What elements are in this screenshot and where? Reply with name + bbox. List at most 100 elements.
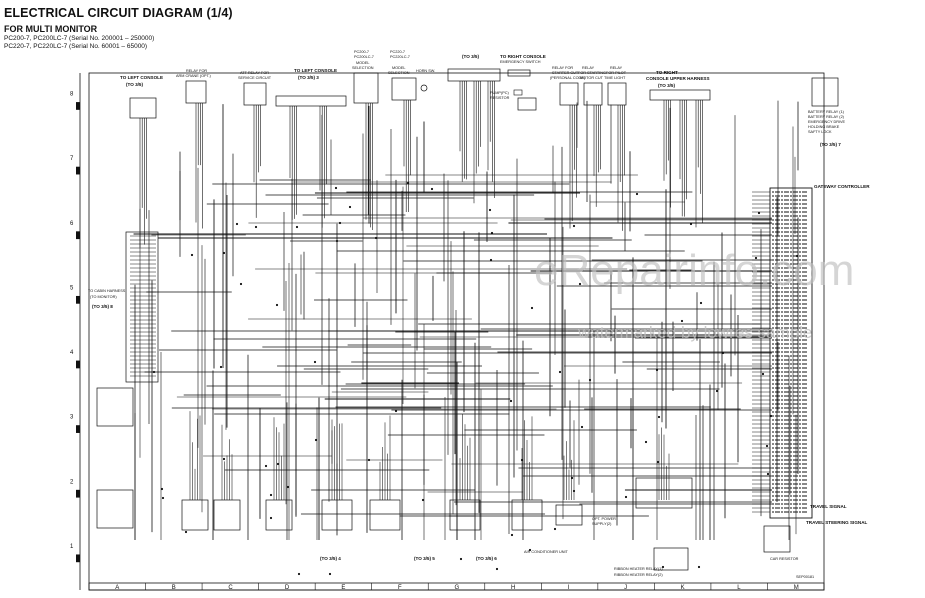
junction-dot [275,303,279,307]
junction-dot [657,415,661,419]
label-pump-resistor: PUMP(PC) [490,91,510,95]
junction-dot [699,301,703,305]
model-line-2: PC220-7, PC220LC-7 (Serial No. 60001 – 6… [4,43,148,50]
junction-dot [222,251,226,255]
junction-dot [655,368,659,372]
label-att-relay-2: SERVICE CIRCUIT [238,76,272,80]
junction-dot [161,496,165,500]
pump-resistor-symbol [513,89,523,96]
junction-dot [160,487,164,491]
junction-dot [338,221,342,225]
column-label: H [511,585,515,591]
label-relay-starter-2: STARTER CUT [552,71,579,75]
relay-arm-crane-box [185,80,207,104]
label-to-left-console-b: TO LEFT CONSOLE [294,68,337,73]
cabin-harness-connector [125,231,159,383]
connector-bottom-1 [181,499,209,531]
junction-dot [495,567,499,571]
junction-dot [588,378,592,382]
row-tick [76,295,80,304]
row-tick [76,554,80,563]
label-opt-power: OPT. POWER [592,517,616,521]
label-to-right-upper-3: (TO 3/5) [658,83,675,88]
junction-dot [624,495,628,499]
junction-dot [661,565,665,569]
junction-dot [578,282,582,286]
label-to-left-console-a-2: (TO 3/5) [126,82,143,87]
page-subtitle: FOR MULTI MONITOR [4,24,98,34]
label-model-sel-1d: SELECTION [352,66,374,70]
label-to-cabin-harness-3: (TO 3/5) 8 [92,304,113,309]
label-to-left-console-b-2: (TO 3/5) 3 [298,75,319,80]
junction-dot [488,208,492,212]
column-label: F [398,585,402,591]
label-relay-pilot-3: TIME LIGHT [604,76,626,80]
label-travel-steering: TRAVEL STEERING SIGNAL [806,520,868,525]
model-selection-1-box [353,72,379,104]
label-model-sel-1a: PC200-7 [354,50,369,54]
relay-starting-box [583,82,603,106]
label-relay-starter: RELAY FOR [552,66,573,70]
label-emergency-switch: EMERGENCY SWITCH [500,60,541,64]
watermark-small: watermarked by lowres sample [577,323,812,342]
model-line-1: PC200-7, PC200LC-7 (Serial No. 200001 – … [4,35,155,42]
junction-dot [239,282,243,286]
column-label: K [681,585,685,591]
junction-dot [689,222,693,226]
label-page-code: SEP00181 [796,575,814,579]
row-label: 5 [70,285,74,291]
connector-left-console-b [275,95,347,107]
junction-dot [635,192,639,196]
label-to-cabin-harness: TO CABIN HARNESS [88,289,126,293]
row-tick [76,360,80,369]
row-tick [76,425,80,433]
label-battery-relay-1: BATTERY RELAY (1) [808,110,845,114]
junction-dot [459,557,463,561]
junction-dot [754,256,758,260]
air-conditioner-connector [555,504,583,526]
junction-dot [335,239,339,243]
label-bottom-to-3: (TO 3/5) 6 [476,556,497,561]
label-att-relay: ATT RELAY FOR [240,71,269,75]
junction-dot [235,222,239,226]
junction-dot [184,530,188,534]
ribbon-heater-box [653,547,689,571]
label-ribbon-heater-2: RIBBON HEATER RELAY(2) [614,573,663,577]
junction-dot [254,225,258,229]
junction-dot [421,498,425,502]
column-label: L [737,585,741,591]
label-ribbon-heater-1: RIBBON HEATER RELAY(1) [614,567,663,571]
junction-dot [222,457,226,461]
label-emergency-drive: EMERGENCY DRIVE [808,120,846,124]
horn-switch-symbol [420,84,428,92]
junction-dot [580,425,584,429]
junction-dot [510,533,514,537]
row-label: 4 [70,350,74,356]
connector-bottom-5 [369,499,401,531]
connector-bottom-8 [635,477,693,509]
att-relay-box [243,82,267,106]
connector-bottom-7 [511,499,543,531]
row-label: 1 [70,544,74,550]
column-label: E [341,585,345,591]
junction-dot [520,458,524,462]
junction-dot [367,458,371,462]
junction-dots [152,181,799,576]
junction-dot [795,254,799,258]
label-to-right-console: TO RIGHT CONSOLE [500,54,546,59]
column-label: B [172,585,176,591]
connector-bottom-4 [321,499,353,531]
label-relay-pilot: RELAY [610,66,623,70]
label-relay-arm-crane: RELAY FOR [186,69,207,73]
label-relay-pilot-2: FOR PILOT [606,71,627,75]
label-model-sel-2a: PC220-7 [390,50,405,54]
column-label: I [568,585,570,591]
label-holding-brake: HOLDING BRAKE [808,125,840,129]
connector-right-upper [649,89,711,101]
junction-dot [509,399,513,403]
junction-dot [313,360,317,364]
label-pump-resistor-2: RESISTOR [490,96,510,100]
junction-dot [348,205,352,209]
junction-dot [656,460,660,464]
